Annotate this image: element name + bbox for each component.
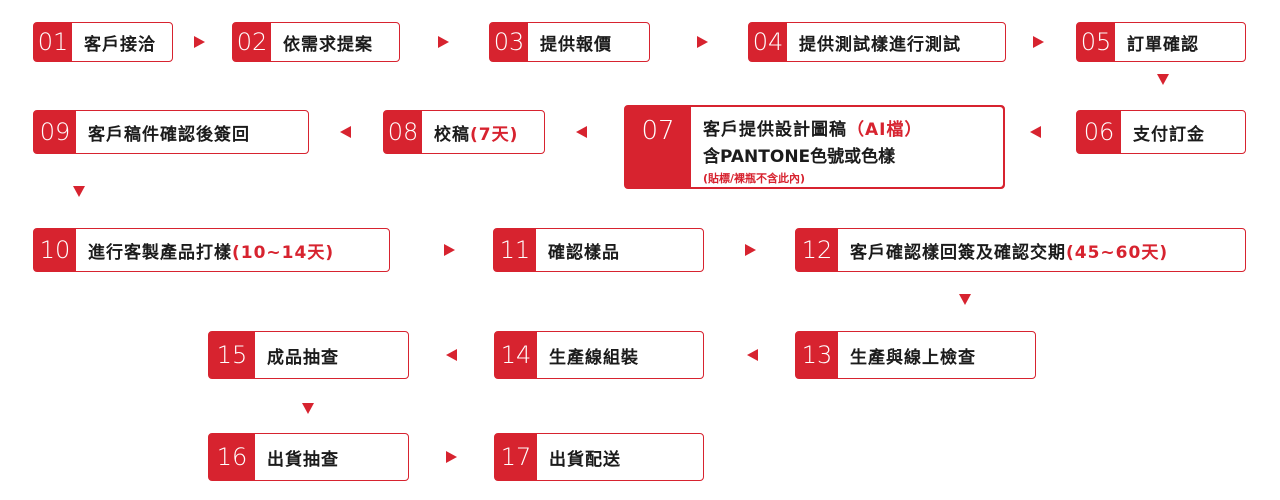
arrow-down-icon	[1157, 74, 1169, 85]
arrow-left-icon	[340, 126, 351, 138]
step-08: 08 校稿(7天)	[383, 110, 545, 154]
step-label: 生產與線上檢查	[850, 347, 976, 368]
step-17: 17 出貨配送	[494, 433, 704, 481]
step-label-block: 客戶提供設計圖稿（AI檔） 含PANTONE色號或色樣 (貼標/裸瓶不含此內)	[691, 107, 1003, 187]
step-01: 01 客戶接洽	[33, 22, 173, 62]
step-07: 07 客戶提供設計圖稿（AI檔） 含PANTONE色號或色樣 (貼標/裸瓶不含此…	[624, 105, 1005, 189]
step-label: 成品抽查	[267, 347, 339, 368]
arrow-left-icon	[1030, 126, 1041, 138]
arrow-right-icon	[444, 244, 455, 256]
arrow-right-icon	[438, 36, 449, 48]
step-16: 16 出貨抽查	[208, 433, 409, 481]
step-number: 03	[490, 23, 528, 61]
arrow-left-icon	[446, 349, 457, 361]
step-number: 04	[749, 23, 787, 61]
step-label: 客戶提供設計圖稿（AI檔）	[703, 120, 923, 140]
step-label: 校稿(7天)	[434, 124, 519, 145]
step-number: 13	[796, 332, 838, 378]
step-label: 生產線組裝	[549, 347, 639, 368]
step-label: 出貨抽查	[267, 449, 339, 470]
step-label: 客戶接洽	[84, 34, 156, 55]
step-05: 05 訂單確認	[1076, 22, 1246, 62]
step-number: 14	[495, 332, 537, 378]
step-14: 14 生產線組裝	[494, 331, 704, 379]
step-number: 01	[34, 23, 72, 61]
step-03: 03 提供報價	[489, 22, 650, 62]
step-number: 02	[233, 23, 271, 61]
step-number: 12	[796, 229, 838, 271]
step-04: 04 提供測試樣進行測試	[748, 22, 1006, 62]
step-label: 客戶確認樣回簽及確認交期(45~60天)	[850, 242, 1169, 263]
step-number: 06	[1077, 111, 1121, 153]
step-10: 10 進行客製產品打樣(10~14天)	[33, 228, 390, 272]
arrow-right-icon	[194, 36, 205, 48]
step-12: 12 客戶確認樣回簽及確認交期(45~60天)	[795, 228, 1246, 272]
step-label: 出貨配送	[549, 449, 621, 470]
arrow-down-icon	[302, 403, 314, 414]
step-number: 08	[384, 111, 422, 153]
arrow-down-icon	[959, 294, 971, 305]
arrow-left-icon	[747, 349, 758, 361]
step-label: 提供測試樣進行測試	[799, 34, 961, 55]
arrow-right-icon	[1033, 36, 1044, 48]
step-11: 11 確認樣品	[493, 228, 704, 272]
step-number: 16	[209, 434, 255, 480]
step-06: 06 支付訂金	[1076, 110, 1246, 154]
step-label: 提供報價	[540, 34, 612, 55]
step-label: 確認樣品	[548, 242, 620, 263]
step-number: 15	[209, 332, 255, 378]
arrow-right-icon	[697, 36, 708, 48]
step-label: 支付訂金	[1133, 124, 1205, 145]
step-15: 15 成品抽查	[208, 331, 409, 379]
step-note: (貼標/裸瓶不含此內)	[703, 172, 806, 185]
step-09: 09 客戶稿件確認後簽回	[33, 110, 309, 154]
step-02: 02 依需求提案	[232, 22, 400, 62]
step-label-line2: 含PANTONE色號或色樣	[703, 147, 896, 167]
step-number: 17	[495, 434, 537, 480]
step-label: 依需求提案	[283, 34, 373, 55]
step-number: 05	[1077, 23, 1115, 61]
step-number: 07	[625, 106, 691, 188]
step-number: 09	[34, 111, 76, 153]
step-label: 客戶稿件確認後簽回	[88, 124, 250, 145]
step-label: 進行客製產品打樣(10~14天)	[88, 242, 335, 263]
step-number: 11	[494, 229, 536, 271]
arrow-left-icon	[576, 126, 587, 138]
arrow-right-icon	[446, 451, 457, 463]
arrow-right-icon	[745, 244, 756, 256]
step-13: 13 生產與線上檢查	[795, 331, 1036, 379]
step-number: 10	[34, 229, 76, 271]
arrow-down-icon	[73, 186, 85, 197]
step-label: 訂單確認	[1127, 34, 1199, 55]
